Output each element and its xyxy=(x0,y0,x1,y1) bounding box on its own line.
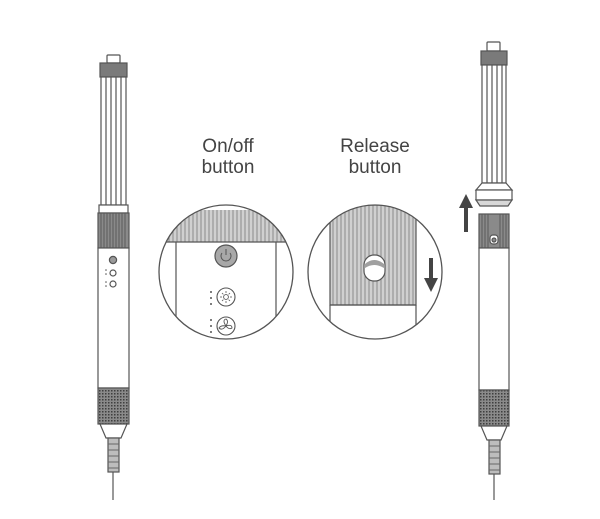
release-label-line2: button xyxy=(348,157,402,178)
fan-icon xyxy=(216,316,236,336)
release-button-graphic xyxy=(363,254,386,282)
onoff-label-line1: On/off xyxy=(202,136,254,157)
styler-assembled xyxy=(97,54,130,500)
power-icon xyxy=(214,244,238,268)
release-label-line1: Release xyxy=(340,136,410,157)
release-button-label: Release button xyxy=(320,136,430,178)
styler-released xyxy=(474,41,514,500)
onoff-label-line2: button xyxy=(201,157,255,178)
onoff-callout-circle xyxy=(158,204,294,340)
arrow-up-icon xyxy=(459,194,473,232)
onoff-button-label: On/off button xyxy=(178,136,278,178)
arrow-down-icon xyxy=(424,258,438,292)
release-callout-circle xyxy=(307,204,443,340)
heat-sun-icon xyxy=(216,287,236,307)
